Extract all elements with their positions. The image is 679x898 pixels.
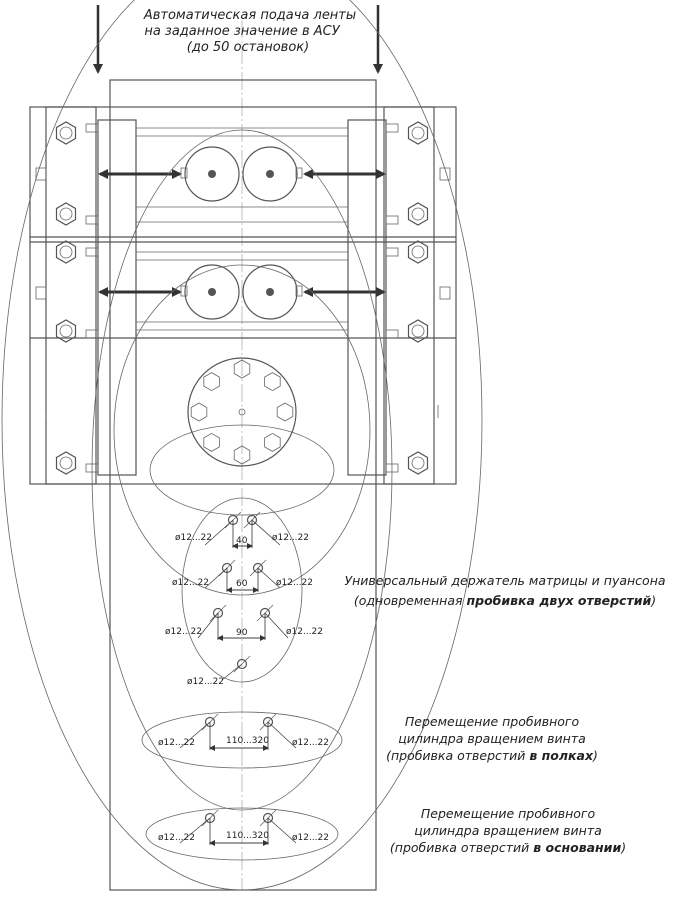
- flange-caption-line1: Перемещение пробивного: [405, 714, 580, 729]
- turret-tool: [276, 402, 294, 422]
- dia-label-9: ø12...22: [292, 738, 329, 748]
- spacing-range-label-2: 110...320: [226, 831, 269, 841]
- nut: [55, 240, 77, 264]
- punch-cylinders: [180, 146, 303, 320]
- base-caption-line1: Перемещение пробивного: [421, 806, 596, 821]
- top-caption-line1: Автоматическая подача ленты: [143, 8, 356, 23]
- turret-tool: [233, 359, 251, 379]
- holder-caption-line2: (одновременная пробивка двух отверстий): [354, 593, 656, 608]
- slide-arrows: [98, 169, 386, 297]
- nut: [407, 202, 429, 226]
- holder-caption-line1: Универсальный держатель матрицы и пуансо…: [344, 573, 665, 588]
- guide-ellipses: [1, 0, 483, 891]
- spacing-40-label: 40: [236, 536, 248, 546]
- dia-label-7: ø12...22: [187, 677, 224, 687]
- dimension-lines: [209, 520, 269, 846]
- spacing-range-label-1: 110...320: [226, 736, 269, 746]
- base-caption-line2: цилиндра вращением винта: [414, 823, 602, 838]
- base-detail: [145, 807, 339, 861]
- dia-label-5: ø12...22: [165, 627, 202, 637]
- dia-label-4: ø12...22: [276, 578, 313, 588]
- top-caption-line3: (до 50 остановок): [187, 40, 309, 55]
- spacing-60-label: 60: [236, 579, 248, 589]
- turret-tool: [190, 402, 208, 422]
- machine-frame: [29, 106, 457, 485]
- top-caption-line2: на заданное значение в АСУ: [144, 24, 340, 39]
- dia-label-1: ø12...22: [175, 533, 212, 543]
- nut: [407, 319, 429, 343]
- dia-label-6: ø12...22: [286, 627, 323, 637]
- nut: [55, 121, 77, 145]
- dia-label-8: ø12...22: [158, 738, 195, 748]
- flange-detail: [141, 711, 343, 769]
- nut: [407, 121, 429, 145]
- holder-detail: [181, 497, 303, 683]
- turret-tool: [203, 372, 220, 392]
- dia-label-2: ø12...22: [272, 533, 309, 543]
- turret-tool: [233, 445, 251, 465]
- nut: [55, 202, 77, 226]
- nut: [407, 451, 429, 475]
- tool-turret: [187, 357, 297, 467]
- turret-tool: [203, 432, 220, 452]
- nut: [55, 319, 77, 343]
- turret-tool: [264, 372, 281, 392]
- feed-arrows: [93, 5, 383, 74]
- frame-nuts: [55, 121, 429, 475]
- flange-caption-line3: (пробивка отверстий в полках): [386, 748, 598, 763]
- leader-lines: [179, 519, 297, 844]
- nut: [55, 451, 77, 475]
- base-caption-line3: (пробивка отверстий в основании): [390, 840, 626, 855]
- dia-label-10: ø12...22: [158, 833, 195, 843]
- dimension-labels: ø12...22 ø12...22 40 ø12...22 ø12...22 6…: [158, 533, 329, 843]
- turret-tool: [264, 432, 281, 452]
- nut: [407, 240, 429, 264]
- flange-caption-line2: цилиндра вращением винта: [398, 731, 586, 746]
- dia-label-11: ø12...22: [292, 833, 329, 843]
- spacing-90-label: 90: [236, 628, 248, 638]
- dia-label-3: ø12...22: [172, 578, 209, 588]
